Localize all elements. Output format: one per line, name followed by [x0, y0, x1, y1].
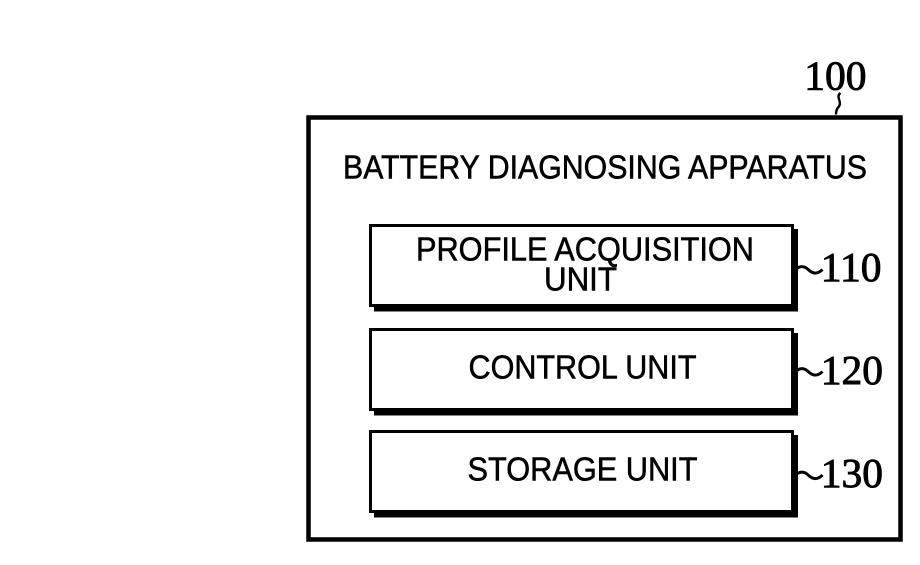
svg-text:UNIT: UNIT — [544, 261, 617, 298]
svg-text:110: 110 — [821, 244, 882, 290]
svg-text:100: 100 — [804, 53, 866, 99]
svg-text:BATTERY DIAGNOSING APPARATUS: BATTERY DIAGNOSING APPARATUS — [343, 149, 867, 186]
svg-text:130: 130 — [821, 450, 883, 496]
svg-text:120: 120 — [821, 347, 883, 393]
svg-text:CONTROL UNIT: CONTROL UNIT — [469, 349, 697, 386]
svg-text:STORAGE UNIT: STORAGE UNIT — [468, 451, 698, 488]
svg-text:PROFILE ACQUISITION: PROFILE ACQUISITION — [416, 231, 754, 268]
